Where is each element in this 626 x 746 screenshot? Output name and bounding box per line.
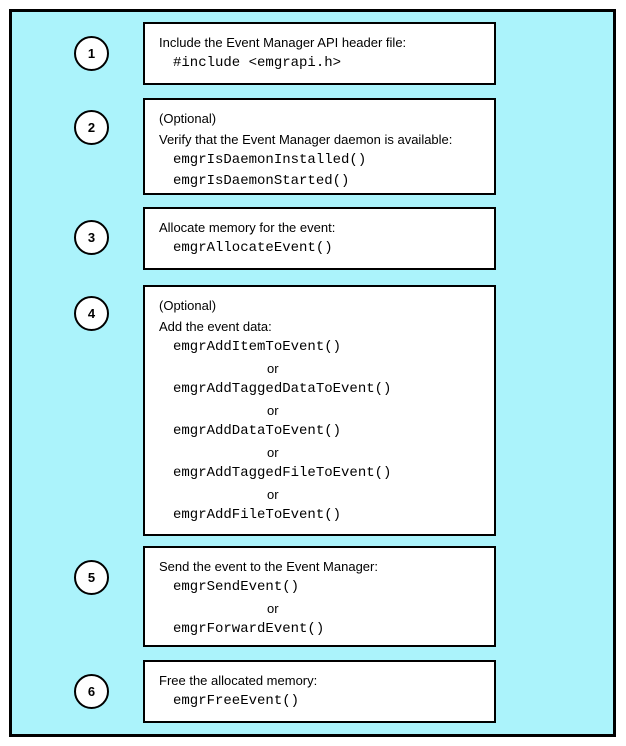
code-text: #include <emgrapi.h> [173,55,342,71]
or-separator: or [267,445,279,460]
code-text: emgrAddTaggedDataToEvent() [173,381,392,397]
optional-label: (Optional) [159,111,217,126]
step-box-3: Allocate memory for the event: emgrAlloc… [143,207,496,270]
code-text: emgrAllocateEvent() [173,240,333,256]
instruction-text: Verify that the Event Manager daemon is … [159,132,453,147]
step-circle-3: 3 [74,220,109,255]
instruction-text: Free the allocated memory: [159,673,318,688]
code-text: emgrFreeEvent() [173,693,300,709]
code-text: emgrForwardEvent() [173,621,325,637]
step-circle-4: 4 [74,296,109,331]
optional-label: (Optional) [159,298,217,313]
instruction-text: Allocate memory for the event: [159,220,336,235]
step-circle-2: 2 [74,110,109,145]
step-box-5: Send the event to the Event Manager: emg… [143,546,496,647]
instruction-text: Include the Event Manager API header fil… [159,35,407,50]
step-box-1: Include the Event Manager API header fil… [143,22,496,85]
code-text: emgrAddTaggedFileToEvent() [173,465,392,481]
step-box-4: (Optional) Add the event data: emgrAddIt… [143,285,496,536]
code-text: emgrSendEvent() [173,579,300,595]
step-box-2: (Optional) Verify that the Event Manager… [143,98,496,195]
or-separator: or [267,601,279,616]
step-circle-6: 6 [74,674,109,709]
code-text: emgrAddFileToEvent() [173,507,342,523]
instruction-text: Send the event to the Event Manager: [159,559,378,574]
step-circle-1: 1 [74,36,109,71]
code-text: emgrIsDaemonStarted() [173,173,350,189]
code-text: emgrAddItemToEvent() [173,339,342,355]
code-text: emgrIsDaemonInstalled() [173,152,367,168]
instruction-text: Add the event data: [159,319,272,334]
step-box-6: Free the allocated memory: emgrFreeEvent… [143,660,496,723]
or-separator: or [267,487,279,502]
step-circle-5: 5 [74,560,109,595]
or-separator: or [267,403,279,418]
or-separator: or [267,361,279,376]
code-text: emgrAddDataToEvent() [173,423,342,439]
diagram-frame: 1 Include the Event Manager API header f… [9,9,616,737]
